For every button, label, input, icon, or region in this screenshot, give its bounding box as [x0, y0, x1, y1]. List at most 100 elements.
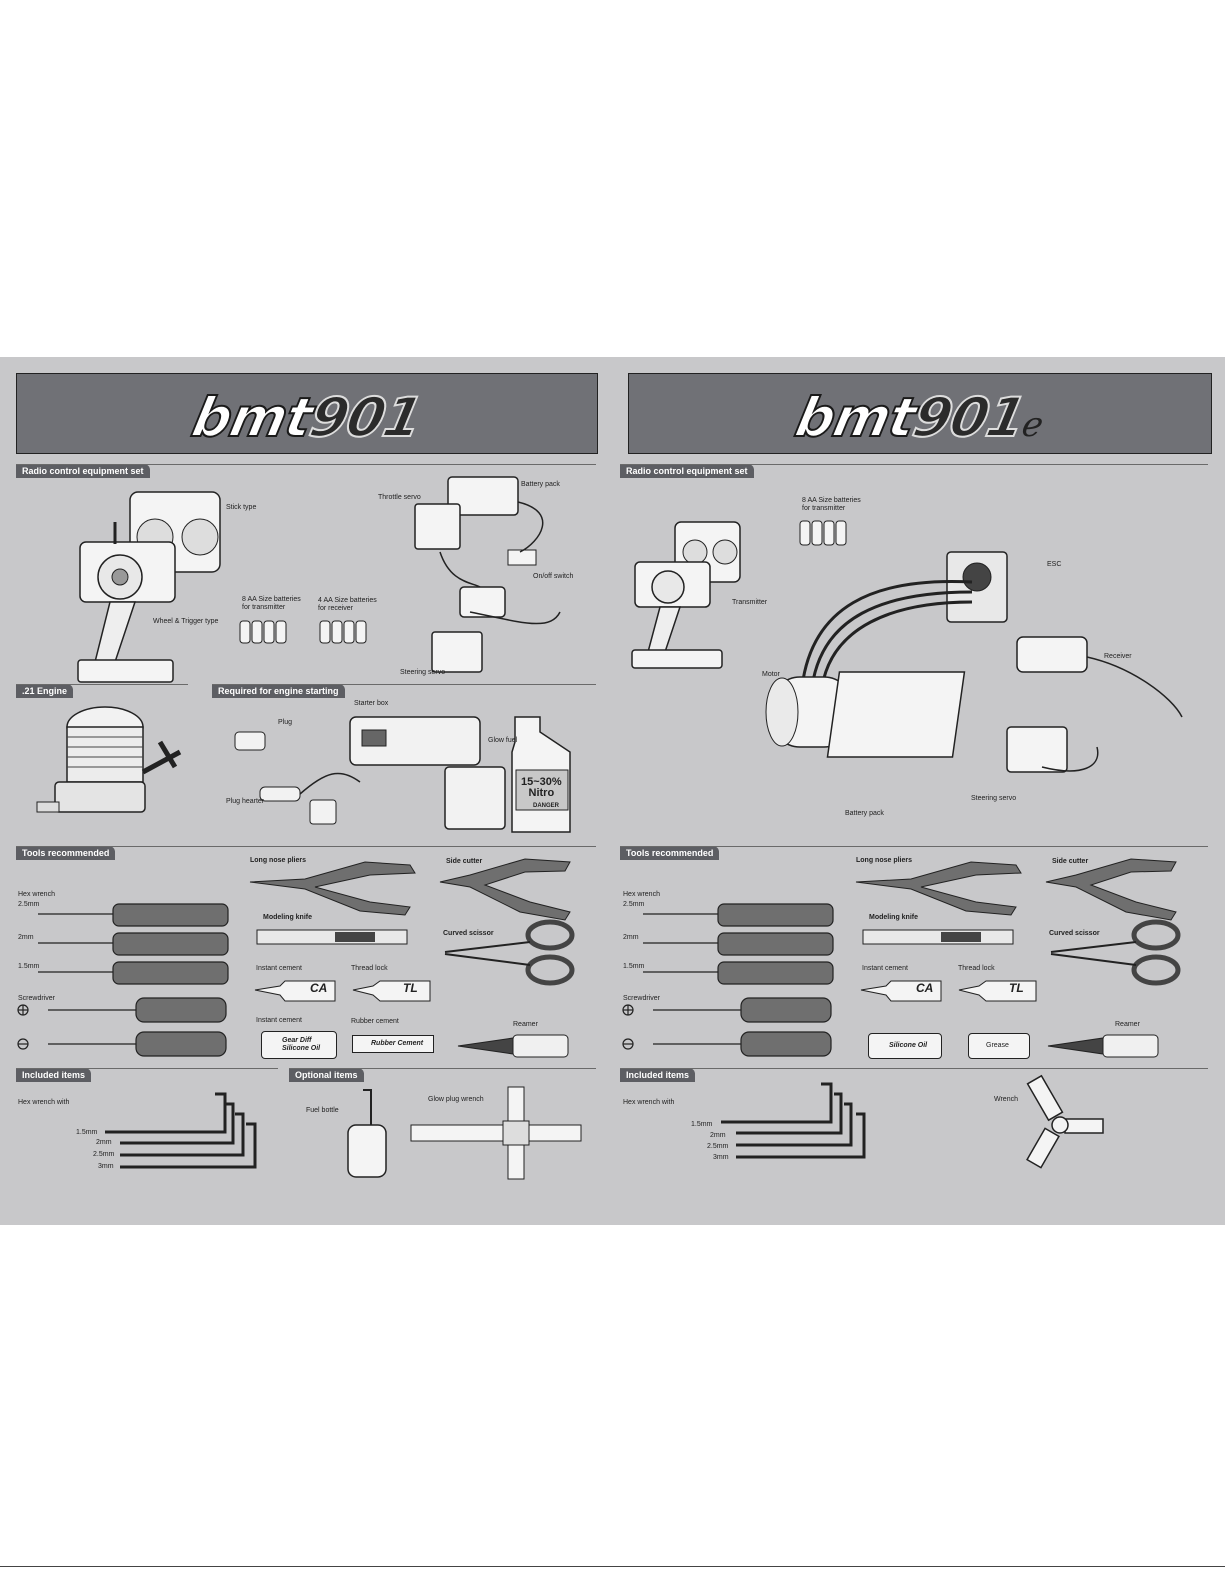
rule: [620, 846, 1208, 847]
label-wheel-trigger: Wheel & Trigger type: [153, 618, 219, 625]
label-rubber-cement: Rubber cement: [351, 1018, 399, 1025]
engine-illustration: [36, 706, 182, 813]
label-inc-15mm: 1.5mm: [691, 1121, 713, 1128]
label-aa8-transmitter: 8 AA Size batteries for transmitter: [802, 497, 861, 512]
label-inc-3mm: 3mm: [713, 1154, 729, 1161]
label-steering-servo: Steering servo: [400, 669, 446, 676]
label-hex-wrench-with: Hex wrench with: [623, 1099, 675, 1106]
label-instant-cement: Instant cement: [862, 965, 908, 972]
rule: [16, 1068, 278, 1069]
page-bottom-rule: [0, 1566, 1225, 1567]
label-glow-fuel: Glow fuel: [488, 737, 518, 744]
fuel-bottle-glow-wrench-illustration: [347, 1086, 582, 1180]
label-throttle-servo: Throttle servo: [378, 494, 421, 501]
y-wrench-illustration: [1026, 1074, 1104, 1169]
section-required-engine-starting: Required for engine starting: [212, 684, 345, 698]
label-side-cutter: Side cutter: [1052, 858, 1089, 865]
label-starter-box: Starter box: [354, 700, 389, 707]
label-stick-type: Stick type: [226, 504, 257, 511]
rule: [16, 684, 188, 685]
label-silicone-oil: Silicone Oil: [889, 1042, 928, 1049]
rule: [289, 1068, 596, 1069]
ca-tl-bottles-illustration: [254, 980, 431, 1002]
label-instant-cement: Instant cement: [256, 965, 302, 972]
label-battery-pack: Battery pack: [845, 810, 884, 817]
label-grease: Grease: [986, 1042, 1009, 1049]
label-receiver: Receiver: [1104, 653, 1132, 660]
rule: [212, 684, 596, 685]
servo-receiver-set-illustration: [414, 476, 561, 673]
hex-drivers-screwdrivers-illustration: [17, 903, 229, 1057]
right-page: bmt901e Radio control equipment set Tran…: [612, 357, 1225, 1225]
ca-tl-bottles-illustration: [860, 980, 1037, 1002]
left-banner: bmt901: [16, 373, 598, 454]
rule: [16, 464, 596, 465]
label-transmitter: Transmitter: [732, 599, 768, 606]
gear-diff-oil-bottle: Gear Diff Silicone Oil: [261, 1031, 337, 1059]
label-hex-15mm: 1.5mm: [18, 963, 40, 970]
label-inc-25mm: 2.5mm: [93, 1151, 115, 1158]
label-instant-cement-2: Instant cement: [256, 1017, 302, 1024]
label-inc-25mm: 2.5mm: [707, 1143, 729, 1150]
section-optional-items: Optional items: [289, 1068, 364, 1082]
aa-batteries-8-illustration: [239, 620, 287, 644]
label-battery-pack: Battery pack: [521, 481, 560, 488]
label-reamer: Reamer: [1115, 1021, 1140, 1028]
label-modeling-knife: Modeling knife: [263, 914, 312, 921]
label-curved-scissor: Curved scissor: [1049, 930, 1100, 937]
pliers-knife-scissor-illustration: [249, 858, 575, 986]
allen-keys-illustration: [721, 1082, 866, 1159]
label-thread-lock: Thread lock: [351, 965, 388, 972]
aa-batteries-4-illustration: [319, 620, 367, 644]
allen-keys-illustration: [105, 1092, 257, 1169]
label-glow-plug-wrench: Glow plug wrench: [428, 1096, 484, 1103]
right-logo: bmt901e: [789, 385, 1046, 450]
section-radio-equipment: Radio control equipment set: [620, 464, 754, 478]
label-esc: ESC: [1047, 561, 1062, 568]
label-curved-scissor: Curved scissor: [443, 930, 494, 937]
transmitter-illustration: [631, 521, 741, 669]
label-long-nose-pliers: Long nose pliers: [856, 857, 913, 864]
label-hex-wrench-with: Hex wrench with: [18, 1099, 70, 1106]
label-gear-diff-oil: Gear Diff Silicone Oil: [282, 1037, 321, 1052]
label-hex-25mm: 2.5mm: [18, 901, 40, 908]
reamer-illustration: [457, 1034, 569, 1058]
label-long-nose-pliers: Long nose pliers: [250, 857, 307, 864]
label-ca: CA: [310, 981, 328, 995]
label-wrench: Wrench: [994, 1096, 1018, 1103]
label-plug: Plug: [278, 719, 293, 726]
label-hex-2mm: 2mm: [623, 934, 639, 941]
left-logo: bmt901: [186, 385, 429, 450]
label-ca: CA: [916, 981, 934, 995]
aa-batteries-illustration: [799, 520, 847, 546]
label-aa8-transmitter: 8 AA Size batteries for transmitter: [242, 596, 301, 611]
left-page: bmt901 Radio control equipment set Stick…: [0, 357, 612, 1225]
label-thread-lock: Thread lock: [958, 965, 995, 972]
label-tl: TL: [1009, 981, 1024, 995]
grease-container: Grease: [968, 1033, 1030, 1059]
label-reamer: Reamer: [513, 1021, 538, 1028]
starting-equipment-illustration: [234, 716, 571, 833]
label-inc-15mm: 1.5mm: [76, 1129, 98, 1136]
label-hex-wrench: Hex wrench: [18, 891, 55, 898]
label-rubber-cement-tube: Rubber Cement: [371, 1040, 424, 1047]
label-nitro: 15~30% Nitro: [521, 776, 562, 799]
section-radio-equipment: Radio control equipment set: [16, 464, 150, 478]
manual-spread: bmt901 Radio control equipment set Stick…: [0, 357, 1225, 1225]
section-tools-recommended: Tools recommended: [16, 846, 116, 860]
silicone-oil-bottle: Silicone Oil: [868, 1033, 942, 1059]
reamer-illustration: [1047, 1034, 1159, 1058]
label-danger: DANGER: [533, 803, 560, 809]
label-inc-3mm: 3mm: [98, 1163, 114, 1170]
right-banner: bmt901e: [628, 373, 1212, 454]
section-included-items: Included items: [16, 1068, 92, 1082]
label-modeling-knife: Modeling knife: [869, 914, 918, 921]
transmitter-illustration: [77, 491, 221, 683]
label-steering-servo: Steering servo: [971, 795, 1017, 802]
label-hex-2mm: 2mm: [18, 934, 34, 941]
label-hex-25mm: 2.5mm: [623, 901, 645, 908]
hex-drivers-screwdrivers-illustration: [622, 903, 834, 1057]
label-fuel-bottle: Fuel bottle: [306, 1107, 339, 1114]
label-aa4-receiver: 4 AA Size batteries for receiver: [318, 597, 377, 612]
label-motor: Motor: [762, 671, 780, 678]
